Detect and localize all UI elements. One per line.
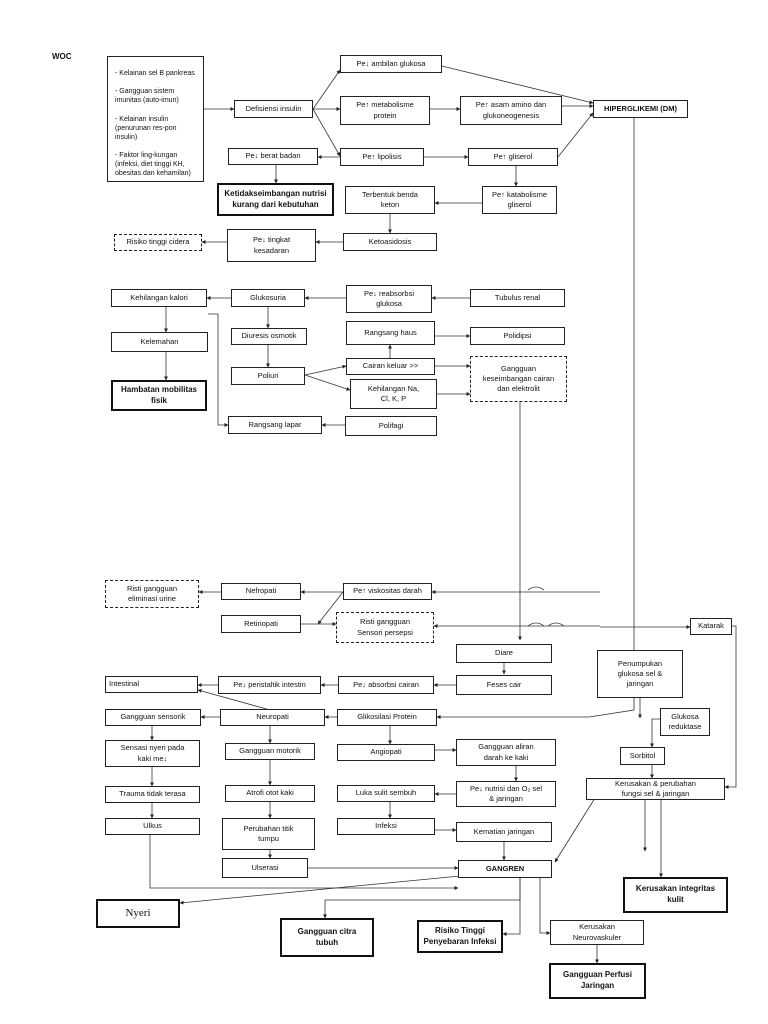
node-luka-sulit-sembuh: Luka sulit sembuh: [337, 785, 435, 802]
node-atrofi-otot: Atrofi otot kaki: [225, 785, 315, 802]
node-kelemahan: Kelemahan: [111, 332, 208, 352]
cause-item: Kelainan sel B pankreas: [115, 69, 196, 78]
node-ulserasi: Ulserasi: [222, 858, 308, 878]
cause-item: Kelainan insulin (penurunan res-pon insu…: [115, 115, 196, 142]
node-hiperglikemi: HIPERGLIKEMI (DM): [593, 100, 688, 118]
node-ketidakseimbangan-nutrisi: Ketidakseimbangan nutrisi kurang dari ke…: [217, 183, 334, 216]
node-gangguan-sensorik: Gangguan sensorik: [105, 709, 201, 726]
node-kerusakan-fungsi: Kerusakan & perubahan fungsi sel & jarin…: [586, 778, 725, 800]
node-kehilangan-kalori: Kehilangan kalori: [111, 289, 207, 307]
node-defisiensi-insulin: Defisiensi insulin: [234, 100, 313, 118]
node-kehilangan-elektrolit: Kehilangan Na, Cl, K, P: [350, 379, 437, 409]
node-kematian-jaringan: Kematian jaringan: [456, 822, 552, 842]
node-ambilan-glukosa: Pe↓ ambilan glukosa: [340, 55, 442, 73]
node-reabsorbsi-glukosa: Pe↓ reabsorbsi glukosa: [346, 285, 432, 313]
node-berat-badan: Pe↓ berat badan: [228, 148, 318, 165]
node-nyeri: Nyeri: [96, 899, 180, 928]
node-gangguan-motorik: Gangguan motorik: [225, 743, 315, 760]
node-glikosilasi-protein: Glikosilasi Protein: [337, 709, 437, 726]
node-peristaltik-intestin: Pe↓ peristaltik intestin: [218, 676, 321, 694]
node-nefropati: Nefropati: [221, 583, 301, 600]
node-glukosuria: Glukosuria: [231, 289, 305, 307]
node-gangguan-citra-tubuh: Gangguan citra tubuh: [280, 918, 374, 957]
causes-box: Kelainan sel B pankreas Gangguan sistem …: [107, 56, 204, 182]
node-infeksi: Infeksi: [337, 818, 435, 835]
node-asam-amino: Pe↑ asam amino dan glukoneogenesis: [460, 96, 562, 125]
node-benda-keton: Terbentuk benda keton: [345, 186, 435, 214]
node-kerusakan-integritas-kulit: Kerusakan integritas kulit: [623, 877, 728, 913]
node-cairan-keluar: Cairan keluar >>: [346, 358, 435, 375]
node-aliran-darah: Gangguan aliran darah ke kaki: [456, 739, 556, 766]
node-nutrisi-o2: Pe↓ nutrisi dan O₂ sel & jaringan: [456, 781, 556, 807]
node-rangsang-lapar: Rangsang lapar: [228, 416, 322, 434]
node-titik-tumpu: Perubahan titik tumpu: [222, 818, 315, 850]
node-lipolisis: Pe↑ lipolisis: [340, 148, 424, 166]
node-risti-sensori-persepsi: Risti gangguan Sensori persepsi: [336, 612, 434, 643]
causes-list: Kelainan sel B pankreas Gangguan sistem …: [111, 58, 200, 189]
node-absorbsi-cairan: Pe↓ absorbsi cairan: [338, 676, 434, 694]
node-tingkat-kesadaran: Pe↓ tingkat kesadaran: [227, 229, 316, 262]
node-viskositas-darah: Pe↑ viskositas darah: [343, 583, 432, 600]
node-polifagi: Polifagi: [345, 416, 437, 436]
node-diare: Diare: [456, 644, 552, 663]
node-katarak: Katarak: [690, 618, 732, 635]
node-rangsang-haus: Rangsang haus: [346, 321, 435, 345]
node-hambatan-mobilitas: Hambatan mobilitas fisik: [111, 380, 207, 411]
node-intestinal: Intestinal: [105, 676, 198, 693]
node-neuropati: Neuropati: [220, 709, 325, 726]
node-katabolisme-gliserol: Pe↑ katabolisme gliserol: [482, 186, 557, 214]
node-sorbitol: Sorbitol: [620, 747, 665, 765]
node-gangguan-perfusi-jaringan: Gangguan Perfusi Jaringan: [549, 963, 646, 999]
cause-item: Gangguan sistem imunitas (auto-imun): [115, 87, 196, 105]
node-gangren: GANGREN: [458, 860, 552, 878]
node-sensasi-nyeri: Sensasi nyeri pada kaki me↓: [105, 740, 200, 767]
node-risti-eliminasi-urine: Risti gangguan eliminasi urine: [105, 580, 199, 608]
node-ulkus: Ulkus: [105, 818, 200, 835]
node-polidipsi: Polidipsi: [470, 327, 565, 345]
node-glukosa-reduktase: Glukosa reduktase: [660, 708, 710, 736]
node-penumpukan-glukosa: Penumpukan glukosa sel & jaringan: [597, 650, 683, 698]
node-risiko-cidera: Risiko tinggi cidera: [114, 234, 202, 251]
node-retinopati: Retinopati: [221, 615, 301, 633]
node-ketoasidosis: Ketoasidosis: [343, 233, 437, 251]
node-gliserol: Pe↑ gliserol: [468, 148, 558, 166]
cause-item: Faktor ling-kungan (infeksi, diet tinggi…: [115, 151, 196, 178]
node-angiopati: Angiopati: [337, 744, 435, 761]
node-metabolisme-protein: Pe↑ metabolisme protein: [340, 96, 430, 125]
node-feses-cair: Feses cair: [456, 675, 552, 695]
node-diuresis-osmotik: Diuresis osmotik: [231, 328, 307, 345]
node-tubulus-renal: Tubulus renal: [470, 289, 565, 307]
node-trauma: Trauma tidak terasa: [105, 786, 200, 803]
node-risiko-penyebaran-infeksi: Risiko Tinggi Penyebaran Infeksi: [417, 920, 503, 953]
node-gangguan-cairan-elektrolit: Gangguan keseimbangan cairan dan elektro…: [470, 356, 567, 402]
node-poliuri: Poliuri: [231, 367, 305, 385]
node-kerusakan-neurovaskuler: Kerusakan Neurovaskuler: [550, 920, 644, 945]
woc-label: WOC: [52, 52, 72, 61]
